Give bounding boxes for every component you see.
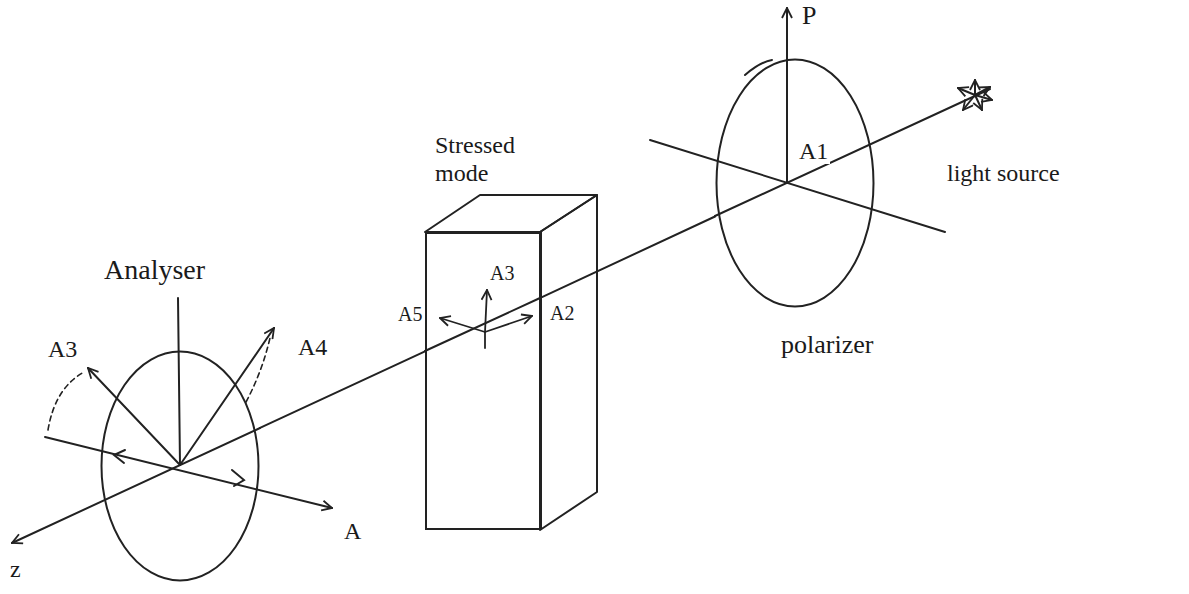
polarizer-axes — [650, 8, 945, 232]
optical-axis-segment — [260, 351, 425, 427]
drawing-stroke — [425, 298, 540, 351]
drawing-stroke — [12, 428, 260, 543]
polarizer-disc: polarizer — [715, 58, 875, 308]
axis-letter: P — [800, 2, 818, 31]
drawing-stroke — [958, 88, 975, 95]
drawing-stroke — [180, 328, 274, 465]
drawing-stroke — [975, 95, 982, 110]
node-heading: polarizer — [781, 330, 981, 360]
drawing-stroke — [178, 298, 180, 465]
ellipse-outline — [102, 352, 259, 581]
optical-axis — [12, 89, 990, 543]
stressed-model: Stressed mode — [425, 232, 542, 530]
stress-vectors — [440, 290, 532, 348]
drawing-stroke — [440, 318, 485, 332]
drawing-stroke — [485, 290, 487, 332]
amplitude-label: A5 — [396, 303, 424, 325]
optical-axis-segment — [542, 217, 715, 298]
source-label: light source — [945, 160, 1062, 186]
drawing-stroke — [485, 316, 532, 332]
ellipse-outline — [100, 350, 260, 582]
rotation-arcs — [48, 338, 270, 430]
drawing-stroke — [45, 437, 332, 508]
analyser-axes — [45, 298, 332, 508]
node-heading: Stressed mode — [435, 132, 547, 187]
amplitude-label: A1 — [797, 138, 830, 164]
drawing-stroke — [484, 332, 486, 348]
amplitude-label: A2 — [548, 302, 576, 324]
amplitude-label: A3 — [488, 262, 516, 284]
ellipse-outline — [715, 58, 875, 308]
drawing-stroke — [715, 89, 990, 216]
model-faces — [425, 195, 597, 530]
drawing-stroke — [232, 470, 244, 486]
amplitude-label: A3 — [46, 336, 79, 362]
drawing-stroke — [540, 195, 597, 530]
drawing-stroke — [425, 195, 597, 232]
drawing-stroke — [48, 372, 84, 430]
amplitude-label: A4 — [296, 334, 329, 360]
ellipse-outline — [717, 60, 874, 307]
drawing-stroke — [786, 8, 788, 183]
analyser-disc: Analyser — [100, 350, 260, 582]
amplitude-label: A — [342, 518, 363, 544]
drawing-stroke — [246, 338, 270, 402]
drawing-stroke — [974, 80, 976, 95]
node-heading: Analyser — [104, 254, 304, 286]
axis-letter: z — [8, 556, 23, 582]
drawing-stroke — [114, 450, 125, 463]
